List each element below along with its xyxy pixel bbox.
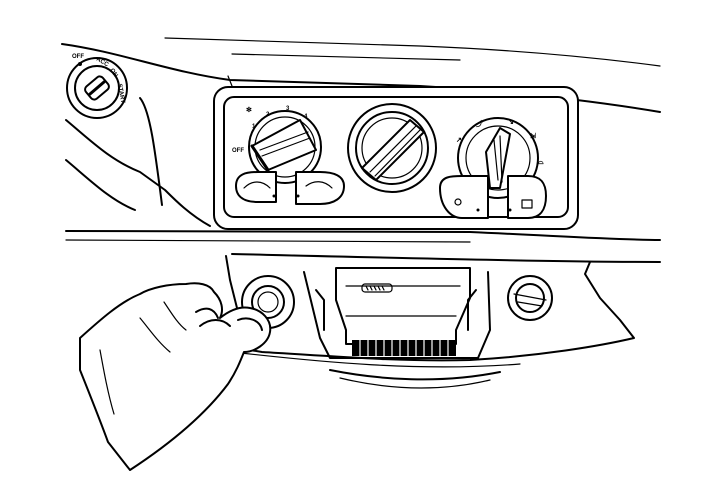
hand <box>79 282 272 471</box>
temperature-dial[interactable] <box>347 103 437 193</box>
fan-speed-2-label: 2 <box>266 112 270 118</box>
fan-speed-1-label: 1 <box>252 124 256 130</box>
bilevel-mode-icon: ⤴ <box>476 119 484 128</box>
mixed-mode-icon: ⇲ <box>530 132 536 140</box>
fan-icon: ✻ <box>246 106 252 114</box>
recirculation-button[interactable] <box>243 181 276 198</box>
fresh-air-button[interactable] <box>296 181 333 198</box>
fan-speed-3-label: 3 <box>286 106 290 112</box>
defrost-icon: ⌓ <box>538 159 544 166</box>
ignition-switch[interactable]: OFF ACC ON START <box>66 54 128 119</box>
rear-defrost-button[interactable] <box>508 199 533 212</box>
left-button-pod <box>235 171 345 205</box>
cup-holder-tray[interactable] <box>303 267 491 359</box>
vent-mode-icon: ↗ <box>456 137 462 144</box>
climate-control-panel: ✻ OFF 1 2 3 4 ↗ ⤴ ↘ ⇲ ⌓ <box>213 86 579 230</box>
dash-contour-lines <box>61 37 661 263</box>
ignition-off-label: OFF <box>72 54 84 60</box>
fan-off-label: OFF <box>232 148 244 154</box>
lighter-socket[interactable] <box>507 275 553 321</box>
fan-speed-4-label: 4 <box>304 114 308 120</box>
ignition-start-label: START <box>116 83 125 104</box>
lower-console <box>225 255 635 389</box>
right-button-pod <box>439 175 547 219</box>
fan-speed-dial[interactable]: ✻ OFF 1 2 3 4 <box>232 106 322 184</box>
floor-mode-icon: ↘ <box>508 119 514 126</box>
ac-button[interactable] <box>454 198 480 212</box>
ignition-on-label: ON <box>108 68 118 79</box>
